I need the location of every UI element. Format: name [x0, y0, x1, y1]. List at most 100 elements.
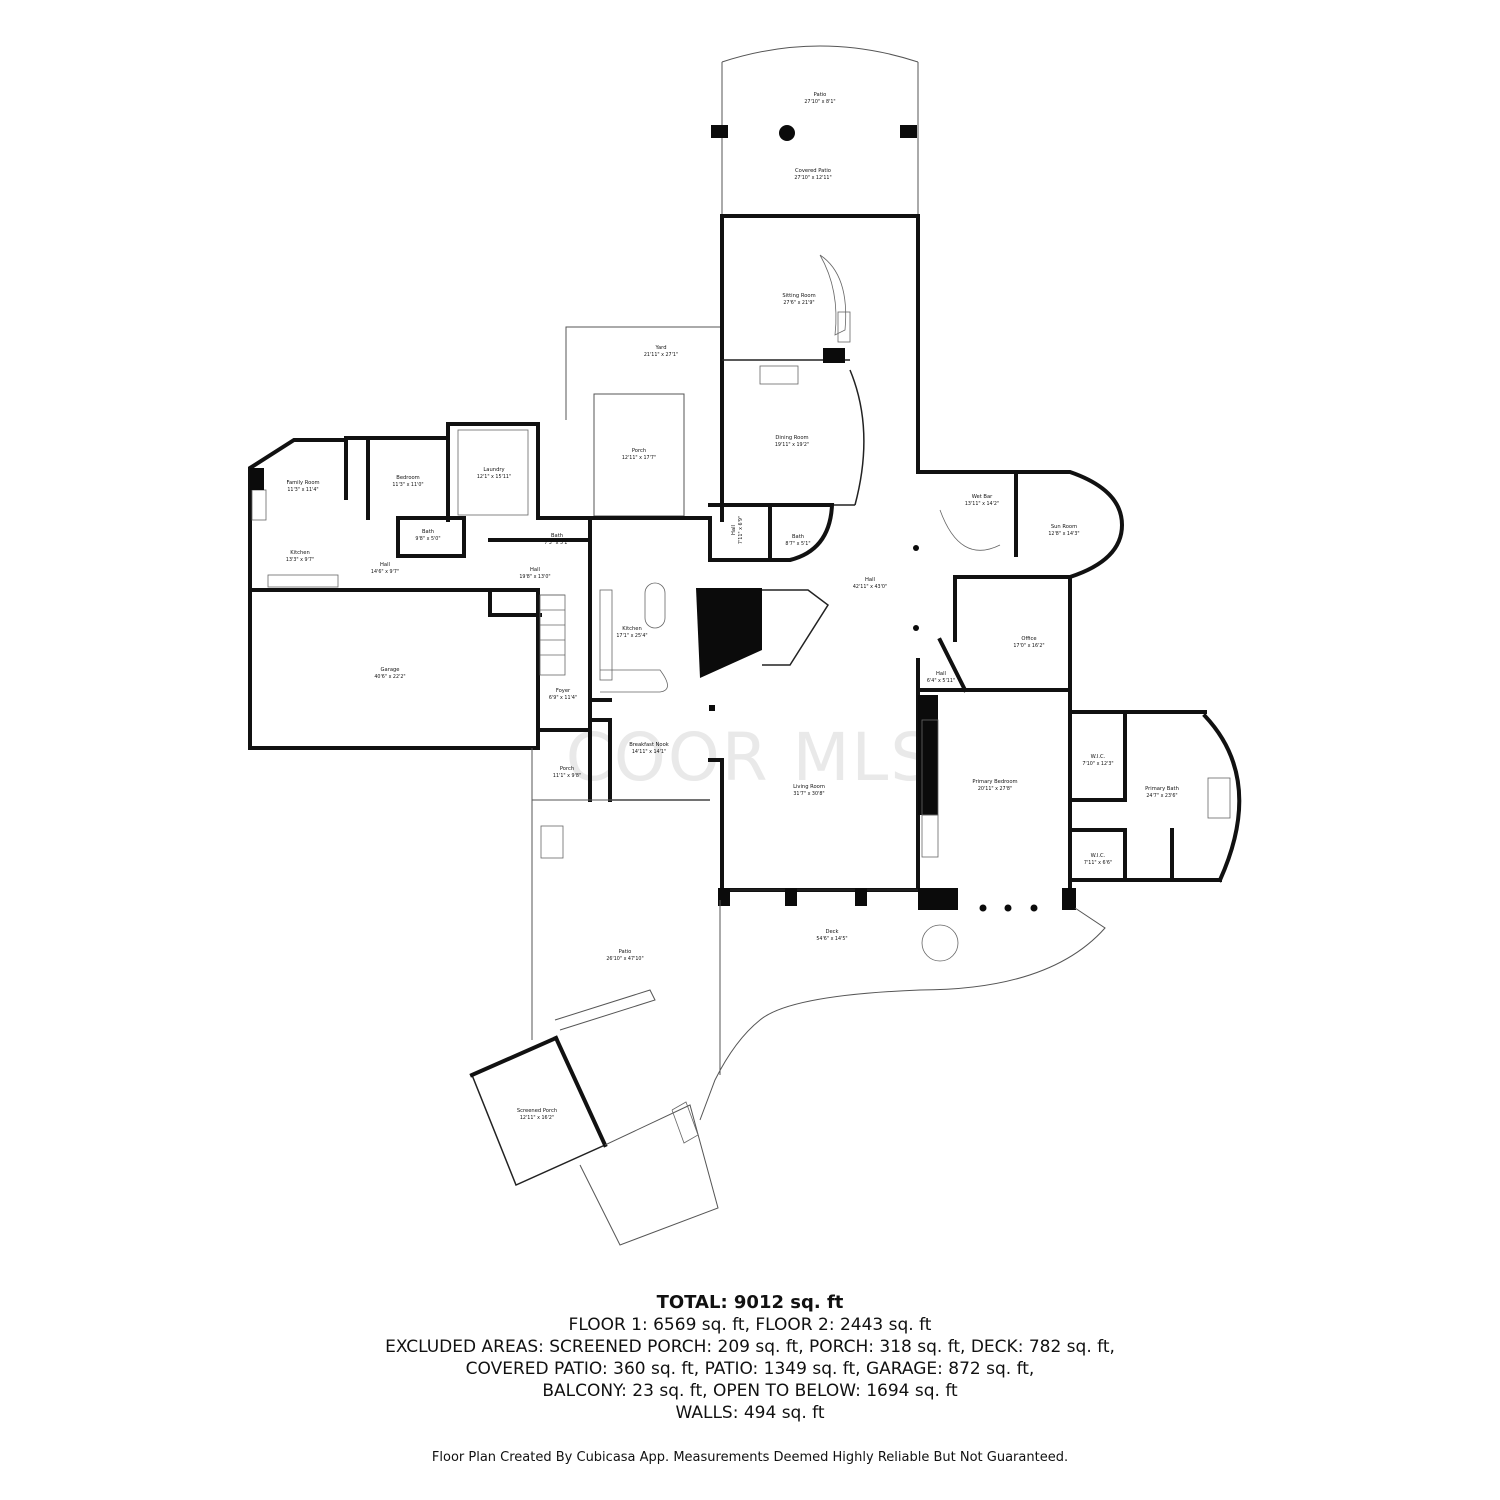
svg-text:7'10" x 12'3": 7'10" x 12'3"	[1082, 761, 1113, 767]
svg-text:17'0" x 16'2": 17'0" x 16'2"	[1013, 643, 1044, 649]
svg-text:Foyer: Foyer	[556, 688, 571, 694]
svg-text:Kitchen: Kitchen	[622, 626, 642, 632]
svg-text:Porch: Porch	[560, 766, 574, 772]
fixtures	[250, 254, 1231, 858]
svg-text:Bedroom: Bedroom	[396, 475, 419, 481]
svg-text:Garage: Garage	[381, 667, 400, 673]
svg-text:11'3" x 11'0": 11'3" x 11'0"	[392, 482, 423, 488]
svg-text:40'6" x 22'2": 40'6" x 22'2"	[374, 674, 405, 680]
watermark-text: COOR MLS	[566, 719, 934, 796]
column-round	[779, 125, 795, 141]
svg-text:Bath: Bath	[422, 529, 434, 535]
summary-line-4: BALCONY: 23 sq. ft, OPEN TO BELOW: 1694 …	[542, 1381, 958, 1401]
main-walls	[248, 214, 1242, 912]
svg-text:19'11" x 19'2": 19'11" x 19'2"	[775, 442, 809, 448]
svg-text:Dining Room: Dining Room	[775, 435, 808, 441]
svg-text:31'7" x 30'8": 31'7" x 30'8"	[793, 791, 824, 797]
svg-text:Hall: Hall	[936, 671, 946, 677]
svg-text:Laundry: Laundry	[483, 467, 504, 473]
svg-text:13'11" x 14'2": 13'11" x 14'2"	[965, 501, 999, 507]
svg-text:Screened Porch: Screened Porch	[517, 1108, 557, 1114]
svg-text:Sitting Room: Sitting Room	[782, 293, 815, 299]
svg-text:6'9" x 11'4": 6'9" x 11'4"	[549, 695, 577, 701]
label-wic-bottom: W.I.C.7'11" x 6'6"	[1084, 853, 1112, 866]
svg-text:27'10" x 12'11": 27'10" x 12'11"	[794, 175, 831, 181]
svg-text:Bath: Bath	[551, 533, 563, 539]
svg-text:Primary Bedroom: Primary Bedroom	[972, 779, 1017, 785]
svg-text:Office: Office	[1021, 636, 1036, 642]
svg-text:14'6" x 9'7": 14'6" x 9'7"	[371, 569, 399, 575]
summary-line-3: COVERED PATIO: 360 sq. ft, PATIO: 1349 s…	[465, 1359, 1035, 1379]
lower-exterior	[469, 748, 1106, 1246]
svg-text:6'4" x 5'11": 6'4" x 5'11"	[927, 678, 955, 684]
credit-note: Floor Plan Created By Cubicasa App. Meas…	[431, 1450, 1069, 1465]
svg-text:12'1" x 15'11": 12'1" x 15'11"	[477, 474, 511, 480]
svg-text:14'11" x 14'1": 14'11" x 14'1"	[632, 749, 666, 755]
svg-text:Wet Bar: Wet Bar	[972, 494, 993, 500]
svg-text:Deck: Deck	[825, 929, 838, 935]
svg-text:27'6" x 21'9": 27'6" x 21'9"	[783, 300, 814, 306]
svg-text:Yard: Yard	[655, 345, 667, 351]
svg-text:24'7" x 23'6": 24'7" x 23'6"	[1146, 793, 1177, 799]
column-left	[711, 125, 728, 138]
column-deck-5	[1062, 888, 1076, 910]
summary-line-1: FLOOR 1: 6569 sq. ft, FLOOR 2: 2443 sq. …	[568, 1315, 932, 1335]
column-deck-3	[855, 888, 867, 906]
svg-text:Bath: Bath	[792, 534, 804, 540]
svg-text:17'1" x 25'4": 17'1" x 25'4"	[616, 633, 647, 639]
svg-text:Family Room: Family Room	[286, 480, 319, 486]
svg-text:W.I.C.: W.I.C.	[1091, 754, 1106, 760]
svg-text:9'8" x 5'0": 9'8" x 5'0"	[415, 536, 440, 542]
svg-text:21'11" x 27'1": 21'11" x 27'1"	[644, 352, 678, 358]
summary-line-5: WALLS: 494 sq. ft	[675, 1403, 825, 1423]
fireplace-wall	[918, 695, 938, 815]
top-patio-area	[711, 45, 919, 215]
svg-text:Patio: Patio	[619, 949, 632, 955]
svg-text:Living Room: Living Room	[793, 784, 825, 790]
svg-text:Hall: Hall	[865, 577, 875, 583]
svg-text:Primary Bath: Primary Bath	[1145, 786, 1179, 792]
svg-text:11'1" x 9'8": 11'1" x 9'8"	[553, 773, 581, 779]
svg-text:Covered Patio: Covered Patio	[795, 168, 831, 174]
total-area: TOTAL: 9012 sq. ft	[656, 1292, 844, 1313]
svg-text:42'11" x 43'0": 42'11" x 43'0"	[853, 584, 887, 590]
svg-text:7'11" x 6'6": 7'11" x 6'6"	[1084, 860, 1112, 866]
svg-text:8'7" x 5'1": 8'7" x 5'1"	[785, 541, 810, 547]
svg-text:Breakfast Nook: Breakfast Nook	[629, 742, 669, 748]
open-stair-void	[696, 588, 762, 678]
svg-text:Porch: Porch	[632, 448, 646, 454]
svg-text:Hall: Hall	[530, 567, 540, 573]
label-wic-top: W.I.C.7'10" x 12'3"	[1082, 754, 1113, 767]
svg-text:7'11" x 6'9": 7'11" x 6'9"	[738, 516, 744, 544]
svg-text:19'8" x 13'0": 19'8" x 13'0"	[519, 574, 550, 580]
svg-text:13'3" x 9'7": 13'3" x 9'7"	[286, 557, 314, 563]
svg-text:Sun Room: Sun Room	[1051, 524, 1077, 530]
